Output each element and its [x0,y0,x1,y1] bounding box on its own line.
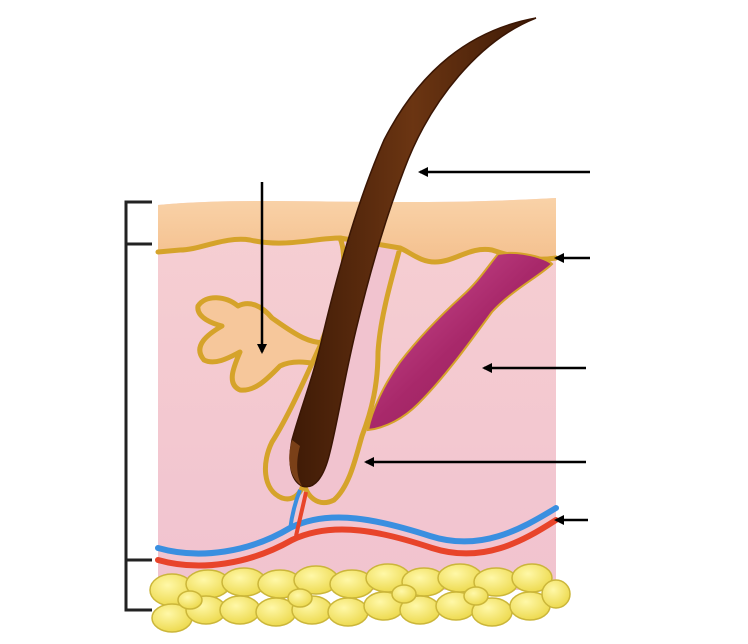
hair-shaft [289,17,537,488]
blood-vessels [155,489,559,569]
arrector-pili-muscle [366,252,554,432]
subcutaneous-fat [149,563,571,633]
pointer-arrows [257,167,590,525]
sebaceous-gland [195,295,333,393]
layer-bracket [124,200,152,612]
